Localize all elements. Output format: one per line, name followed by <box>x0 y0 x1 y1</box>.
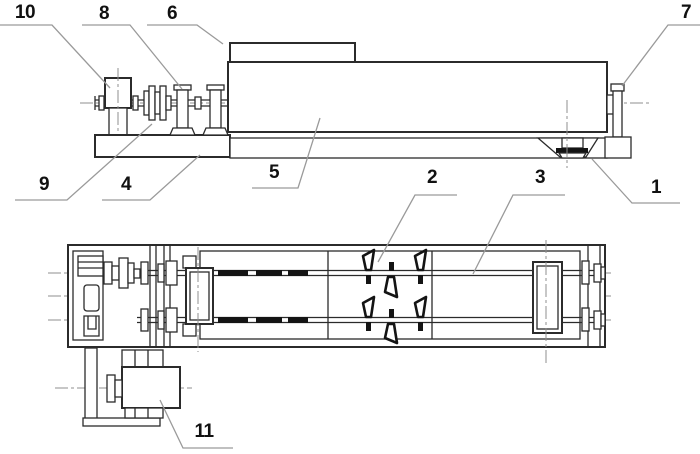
leader-line-8 <box>82 24 183 90</box>
leader-line-4 <box>102 154 201 201</box>
bearing-stand-2 <box>202 84 229 136</box>
leader-lines <box>0 24 700 449</box>
paddle-blades <box>361 248 428 345</box>
shaft-coupling <box>132 85 172 121</box>
motor-assembly <box>55 347 192 427</box>
end-bearing-plate <box>581 245 606 347</box>
plan-view <box>48 240 613 427</box>
side-elevation-view <box>80 42 652 168</box>
discharge-opening-plan <box>532 240 563 365</box>
leader-line-11 <box>159 399 233 449</box>
leader-line-1 <box>591 158 680 204</box>
part-label-7: 7 <box>680 2 692 23</box>
part-label-9: 9 <box>38 174 50 195</box>
leader-line-3 <box>472 194 565 275</box>
part-label-5: 5 <box>268 162 280 183</box>
leader-line-6 <box>147 24 224 45</box>
leader-line-10 <box>0 24 111 89</box>
discharge-outlet <box>536 100 600 168</box>
leader-line-5 <box>252 117 321 189</box>
part-label-6: 6 <box>166 3 178 24</box>
shaft-collars <box>157 260 178 333</box>
part-label-8: 8 <box>98 3 110 24</box>
leader-line-7 <box>621 24 700 87</box>
part-label-4: 4 <box>120 174 132 195</box>
bearing-stand-1 <box>169 84 196 136</box>
trough-body <box>227 61 608 133</box>
left-base-plate <box>94 134 231 158</box>
inlet-cover <box>229 42 356 63</box>
part-label-1: 1 <box>650 177 662 198</box>
bearing-pedestal <box>104 68 132 138</box>
end-support-stand <box>604 83 632 159</box>
part-label-11: 11 <box>194 421 214 442</box>
part-label-3: 3 <box>534 167 546 188</box>
part-label-2: 2 <box>426 167 438 188</box>
leader-line-9 <box>15 123 153 201</box>
leader-line-2 <box>377 194 457 263</box>
plan-coupling-discs <box>103 257 149 332</box>
part-label-10: 10 <box>14 2 36 23</box>
bearing-block <box>182 247 214 352</box>
drive-gearbox <box>72 250 104 341</box>
